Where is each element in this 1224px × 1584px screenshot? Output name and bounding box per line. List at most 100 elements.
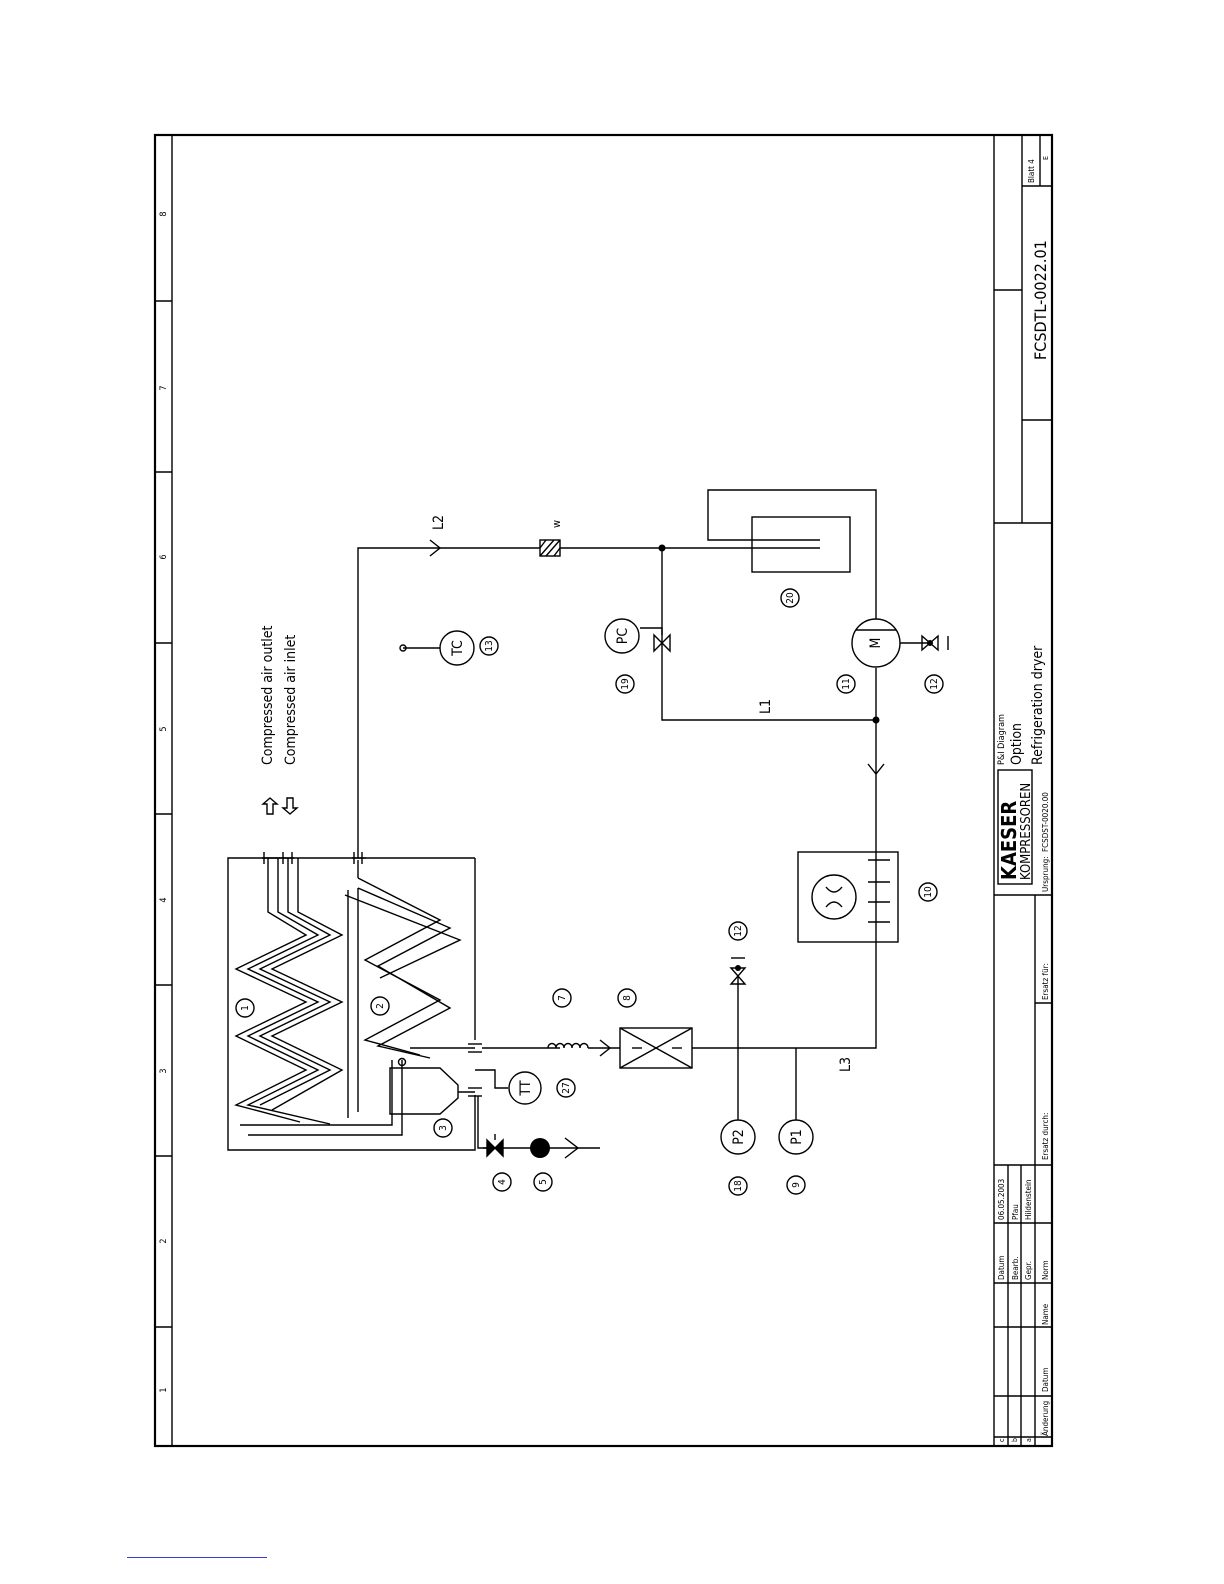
diagram-type: P&I Diagram [997,714,1007,765]
bearb-value: Pfau [1011,1204,1020,1220]
aenderung-label: Änderung [1040,1401,1050,1436]
housing-outlet-flanges [468,1043,482,1097]
item-bubble: 3 [433,1118,453,1138]
evaporator-box [751,516,851,573]
capillary-coil-icon [547,1042,589,1049]
compressed-air-piping [357,539,750,1049]
legend-inlet-label: Compressed air inlet [283,635,299,765]
svg-text:2: 2 [375,1003,386,1009]
drain-outlet-icon [564,1137,580,1159]
grid-number: 7 [159,385,169,390]
datum-col-label: Datum [1041,1368,1050,1392]
temperature-transmitter-tt: TT [475,1069,542,1105]
line-labels: L2 w L1 L3 [431,515,854,1072]
item-bubble: 18 [728,1176,748,1196]
svg-text:27: 27 [561,1082,572,1093]
svg-text:5: 5 [538,1179,549,1185]
rev-a-label: a [1025,1438,1033,1442]
item-bubble: 13 [479,636,499,656]
company-logo-kaeser: KAESER [997,801,1021,880]
svg-text:11: 11 [841,678,852,689]
item-bubble: 4 [492,1172,512,1192]
p1-label: P1 [789,1129,805,1145]
condenser-box [797,851,899,943]
sheet-label: Blatt 4 [1027,159,1036,183]
condensate-drain-line [477,1096,600,1159]
line-label-l2: L2 [431,515,447,530]
hot-gas-bypass-valve-icon [653,633,671,653]
refrigerant-circuit: M [539,489,949,1155]
ersatz-durch-label: Ersatz durch: [1041,1113,1050,1160]
item-bubble: 20 [780,588,800,608]
tc-label: TC [450,640,466,657]
ursprung-value: FCSDST-0020.00 [1041,792,1050,852]
legend: Compressed air outlet Compressed air inl… [260,625,299,815]
instrument-labels: TC PC P2 P1 [399,618,805,1145]
drawing-number: FCSDTL-0022.01 [1031,240,1050,360]
grid-number: 5 [159,726,169,731]
grid-number: 3 [159,1068,169,1073]
legend-outlet-label: Compressed air outlet [260,625,276,765]
title-block [993,135,1052,1446]
ersatz-fuer-label: Ersatz für: [1041,963,1050,1000]
item-bubble: 27 [556,1078,576,1098]
svg-text:13: 13 [484,640,495,651]
svg-text:4: 4 [497,1179,508,1185]
svg-text:12: 12 [733,925,744,936]
datum-label: Datum [997,1256,1006,1280]
gepr-value: Hildenstein [1024,1179,1033,1220]
gepr-label: Gepr. [1024,1261,1033,1280]
grid-number: 4 [159,897,169,902]
item-bubble: 11 [836,674,856,694]
item-bubbles: 1 2 3 4 5 7 8 9 10 11 12 12 13 18 19 20 … [235,588,944,1196]
line-label-w: w [550,520,563,528]
outlet-arrow-icon [261,797,279,815]
svg-text:12: 12 [929,678,940,689]
grid-number: 6 [159,554,169,559]
footer-rule [127,1557,267,1558]
sheet-outer-border [153,133,1054,1448]
line-label-l1: L1 [758,699,774,714]
svg-text:7: 7 [557,995,568,1001]
item-bubble: 5 [533,1172,553,1192]
svg-text:20: 20 [785,592,796,604]
company-logo-kompressoren: KOMPRESSOREN [1019,783,1034,880]
item-bubble: 1 [235,998,255,1018]
description-text: Refrigeration dryer [1030,645,1046,765]
p2-label: P2 [731,1129,747,1145]
option-text: Option [1009,723,1025,765]
item-bubble: 8 [617,988,637,1008]
separator-vessel [389,1057,475,1115]
grid-strip-ticks [155,300,172,1328]
svg-text:3: 3 [438,1125,449,1131]
dryer-housing [227,857,476,1151]
svg-text:10: 10 [923,886,934,898]
item-bubble: 10 [918,882,938,902]
safety-valve-icon [921,634,939,652]
svg-text:1: 1 [240,1005,251,1011]
line-label-l3: L3 [838,1057,854,1072]
svg-text:8: 8 [622,995,633,1001]
item-bubble: 7 [552,988,572,1008]
grid-number: 1 [159,1387,169,1392]
name-col-label: Name [1041,1303,1050,1325]
item-bubble: 2 [370,996,390,1016]
drain-valve-icon [486,1138,504,1158]
condenser-fan-icon [811,874,857,920]
item-bubble: 12 [728,921,748,941]
heat-exchanger-1 [234,852,403,1136]
sheet-suffix: E [1042,156,1050,160]
grid-number: 2 [159,1238,169,1243]
bearb-label: Bearb. [1011,1256,1020,1280]
compressor-motor-symbol: M [868,638,884,649]
condensate-drain-icon [530,1138,550,1158]
grid-number: 8 [159,211,169,216]
heat-exchanger-2 [344,852,475,1118]
svg-text:19: 19 [620,678,631,690]
rev-b-label: b [1011,1438,1019,1442]
item-bubble: 19 [615,674,635,694]
svg-text:18: 18 [733,1180,744,1192]
tt-label: TT [518,1080,534,1096]
rev-c-label: c [998,1438,1006,1442]
